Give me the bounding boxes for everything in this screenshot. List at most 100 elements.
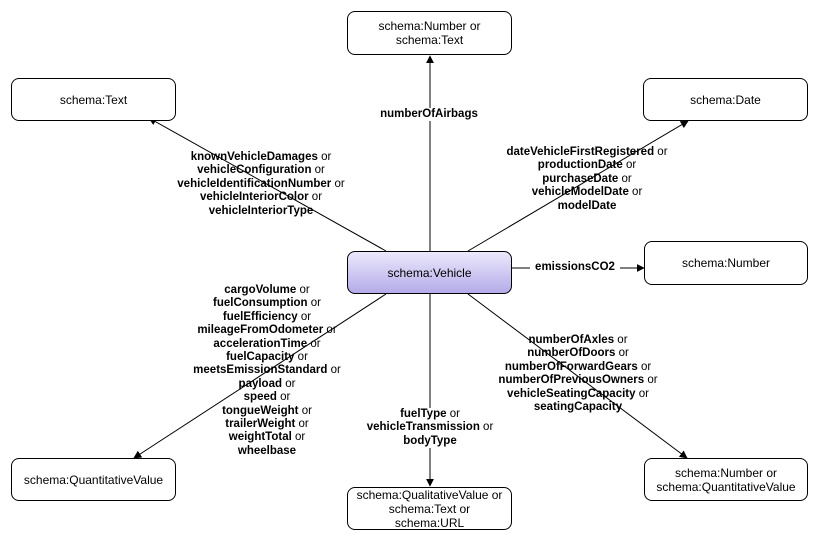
edge-label-airbags: numberOfAirbags [364, 108, 494, 122]
property-name: purchaseDate [542, 172, 619, 185]
or-separator: or [308, 191, 323, 204]
property-name: numberOfAxles [528, 334, 615, 346]
property-name: wheelbase [237, 444, 297, 457]
property-name: fuelConsumption [213, 297, 308, 310]
edge-label-row: fuelEfficiency or [180, 311, 354, 324]
edge-label-row: accelerationTime or [180, 338, 354, 351]
edge-label-row: vehicleConfiguration or [163, 164, 359, 177]
property-name: modelDate [557, 199, 617, 212]
property-name: payload [238, 377, 283, 390]
or-separator: or [479, 421, 494, 434]
edge-label-row: vehicleInteriorType [163, 205, 359, 218]
property-name: accelerationTime [213, 337, 308, 350]
edge-label-row: purchaseDate or [492, 173, 682, 186]
property-name: meetsEmissionStandard [193, 364, 328, 377]
node-date: schema:Date [643, 78, 808, 121]
or-separator: or [637, 360, 652, 373]
edge-date-line [467, 120, 689, 252]
or-separator: or [446, 408, 460, 420]
edge-label-row: fuelType or [355, 408, 505, 421]
edge-label-row: speed or [180, 391, 354, 404]
edge-label-row: emissionsCO2 [530, 261, 620, 274]
or-separator: or [327, 364, 341, 377]
property-name: vehicleInteriorColor [199, 191, 309, 204]
property-name: numberOfPreviousOwners [498, 374, 645, 387]
edge-label-row: fuelConsumption or [180, 297, 354, 310]
edge-label-row: trailerWeight or [180, 418, 354, 431]
or-separator: or [307, 337, 321, 350]
or-separator: or [296, 284, 310, 296]
edge-label-row: knownVehicleDamages or [163, 151, 359, 164]
edge-label-row: dateVehicleFirstRegistered or [492, 146, 682, 159]
node-number-or-text: schema:Number or schema:Text [347, 11, 512, 55]
property-name: vehicleIdentificationNumber [177, 177, 332, 190]
or-separator: or [311, 164, 325, 177]
edge-label-row: fuelCapacity or [180, 351, 354, 364]
property-name: bodyType [403, 434, 457, 447]
property-name: fuelEfficiency [222, 310, 298, 323]
property-name: seatingCapacity [533, 401, 623, 414]
property-name: trailerWeight [225, 418, 296, 431]
edge-label-row: modelDate [492, 200, 682, 213]
edge-label-row: numberOfAxles or [487, 334, 669, 347]
property-name: vehicleConfiguration [197, 164, 312, 177]
property-name: mileageFromOdometer [197, 324, 324, 337]
property-name: numberOfDoors [527, 347, 616, 360]
or-separator: or [618, 172, 632, 185]
or-separator: or [291, 431, 306, 444]
or-separator: or [635, 387, 649, 400]
or-separator: or [297, 310, 312, 323]
edge-label-row: productionDate or [492, 159, 682, 172]
or-separator: or [622, 159, 637, 172]
or-separator: or [331, 177, 345, 190]
edge-label-row: vehicleTransmission or [355, 421, 505, 434]
edge-label-row: cargoVolume or [180, 284, 354, 297]
property-name: vehicleInteriorType [208, 204, 314, 217]
or-separator: or [317, 151, 332, 163]
edge-label-emissions: emissionsCO2 [530, 261, 620, 275]
node-number: schema:Number [644, 241, 808, 285]
edge-text-line [148, 117, 387, 252]
edge-label-row: numberOfDoors or [487, 347, 669, 360]
property-name: vehicleSeatingCapacity [507, 387, 636, 400]
property-name: productionDate [537, 159, 623, 172]
or-separator: or [628, 186, 643, 199]
or-separator: or [294, 351, 308, 364]
node-quantitative-value: schema:QuantitativeValue [11, 458, 176, 501]
property-name: numberOfForwardGears [504, 360, 638, 373]
or-separator: or [654, 146, 668, 158]
edge-label-row: numberOfForwardGears or [487, 361, 669, 374]
edge-label-row: vehicleIdentificationNumber or [163, 178, 359, 191]
property-name: vehicleTransmission [366, 421, 480, 434]
node-number-or-quantitative: schema:Number or schema:QuantitativeValu… [644, 458, 808, 501]
edge-label-row: vehicleModelDate or [492, 186, 682, 199]
node-vehicle: schema:Vehicle [347, 251, 512, 294]
node-text: schema:Text [11, 78, 176, 121]
property-name: speed [243, 391, 277, 404]
property-name: fuelCapacity [226, 351, 295, 364]
property-name: numberOfAirbags [380, 108, 478, 120]
edge-label-row: bodyType [355, 435, 505, 448]
node-qualitative-or-text-or-url: schema:QualitativeValue or schema:Text o… [347, 487, 512, 530]
or-separator: or [307, 297, 321, 310]
edge-label-row: meetsEmissionStandard or [180, 364, 354, 377]
or-separator: or [644, 374, 658, 387]
property-name: knownVehicleDamages [190, 151, 318, 163]
edge-quantitative-line [133, 293, 387, 459]
or-separator: or [615, 347, 629, 360]
or-separator: or [323, 324, 337, 337]
edge-label-row: mileageFromOdometer or [180, 324, 354, 337]
property-name: dateVehicleFirstRegistered [506, 146, 655, 158]
property-name: tongueWeight [222, 404, 299, 417]
edge-label-row: numberOfPreviousOwners or [487, 374, 669, 387]
property-name: emissionsCO2 [535, 261, 615, 273]
or-separator: or [295, 418, 309, 431]
or-separator: or [282, 377, 296, 390]
edge-label-row: vehicleSeatingCapacity or [487, 388, 669, 401]
edge-label-row: vehicleInteriorColor or [163, 191, 359, 204]
edge-number-quant-line [467, 293, 688, 459]
